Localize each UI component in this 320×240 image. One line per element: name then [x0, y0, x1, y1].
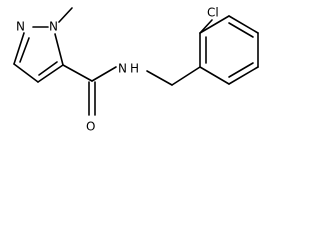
bond-ch2-ring — [171, 66, 201, 86]
bond-benzene-5-6 — [228, 66, 259, 85]
bond-ring-cl — [199, 19, 213, 34]
bond-c3-c4 — [13, 63, 39, 83]
bond-benzene-2-3 — [199, 15, 230, 34]
atom-n2: N — [16, 20, 25, 34]
bond-n2-c3-double — [13, 32, 25, 65]
bond-n2-c3-double-inner — [19, 37, 30, 63]
atom-labels: N N O N H Cl — [16, 6, 219, 134]
bond-n1-methyl — [58, 7, 73, 23]
atom-amide-h: H — [130, 62, 139, 76]
atom-amide-n: N — [118, 62, 127, 76]
bond-c4-c5-double-inner — [38, 61, 58, 76]
bond-carbonyl-nh — [91, 66, 117, 82]
bond-nh-ch2 — [146, 70, 173, 86]
bond-benzene-5-6-inner — [228, 62, 254, 78]
bond-c5-n1 — [54, 33, 64, 66]
bond-benzene-3-4 — [228, 15, 259, 34]
bond-c4-c5-double — [37, 64, 64, 83]
atom-n1: N — [49, 20, 58, 34]
bonds — [13, 7, 259, 116]
bond-c5-carbonyl — [62, 64, 93, 82]
atom-cl: Cl — [207, 6, 219, 20]
bond-benzene-3-4-inner — [228, 22, 254, 38]
chemical-structure: N N O N H Cl — [13, 6, 259, 134]
bond-benzene-6-1 — [199, 66, 230, 85]
atom-o: O — [86, 120, 95, 134]
